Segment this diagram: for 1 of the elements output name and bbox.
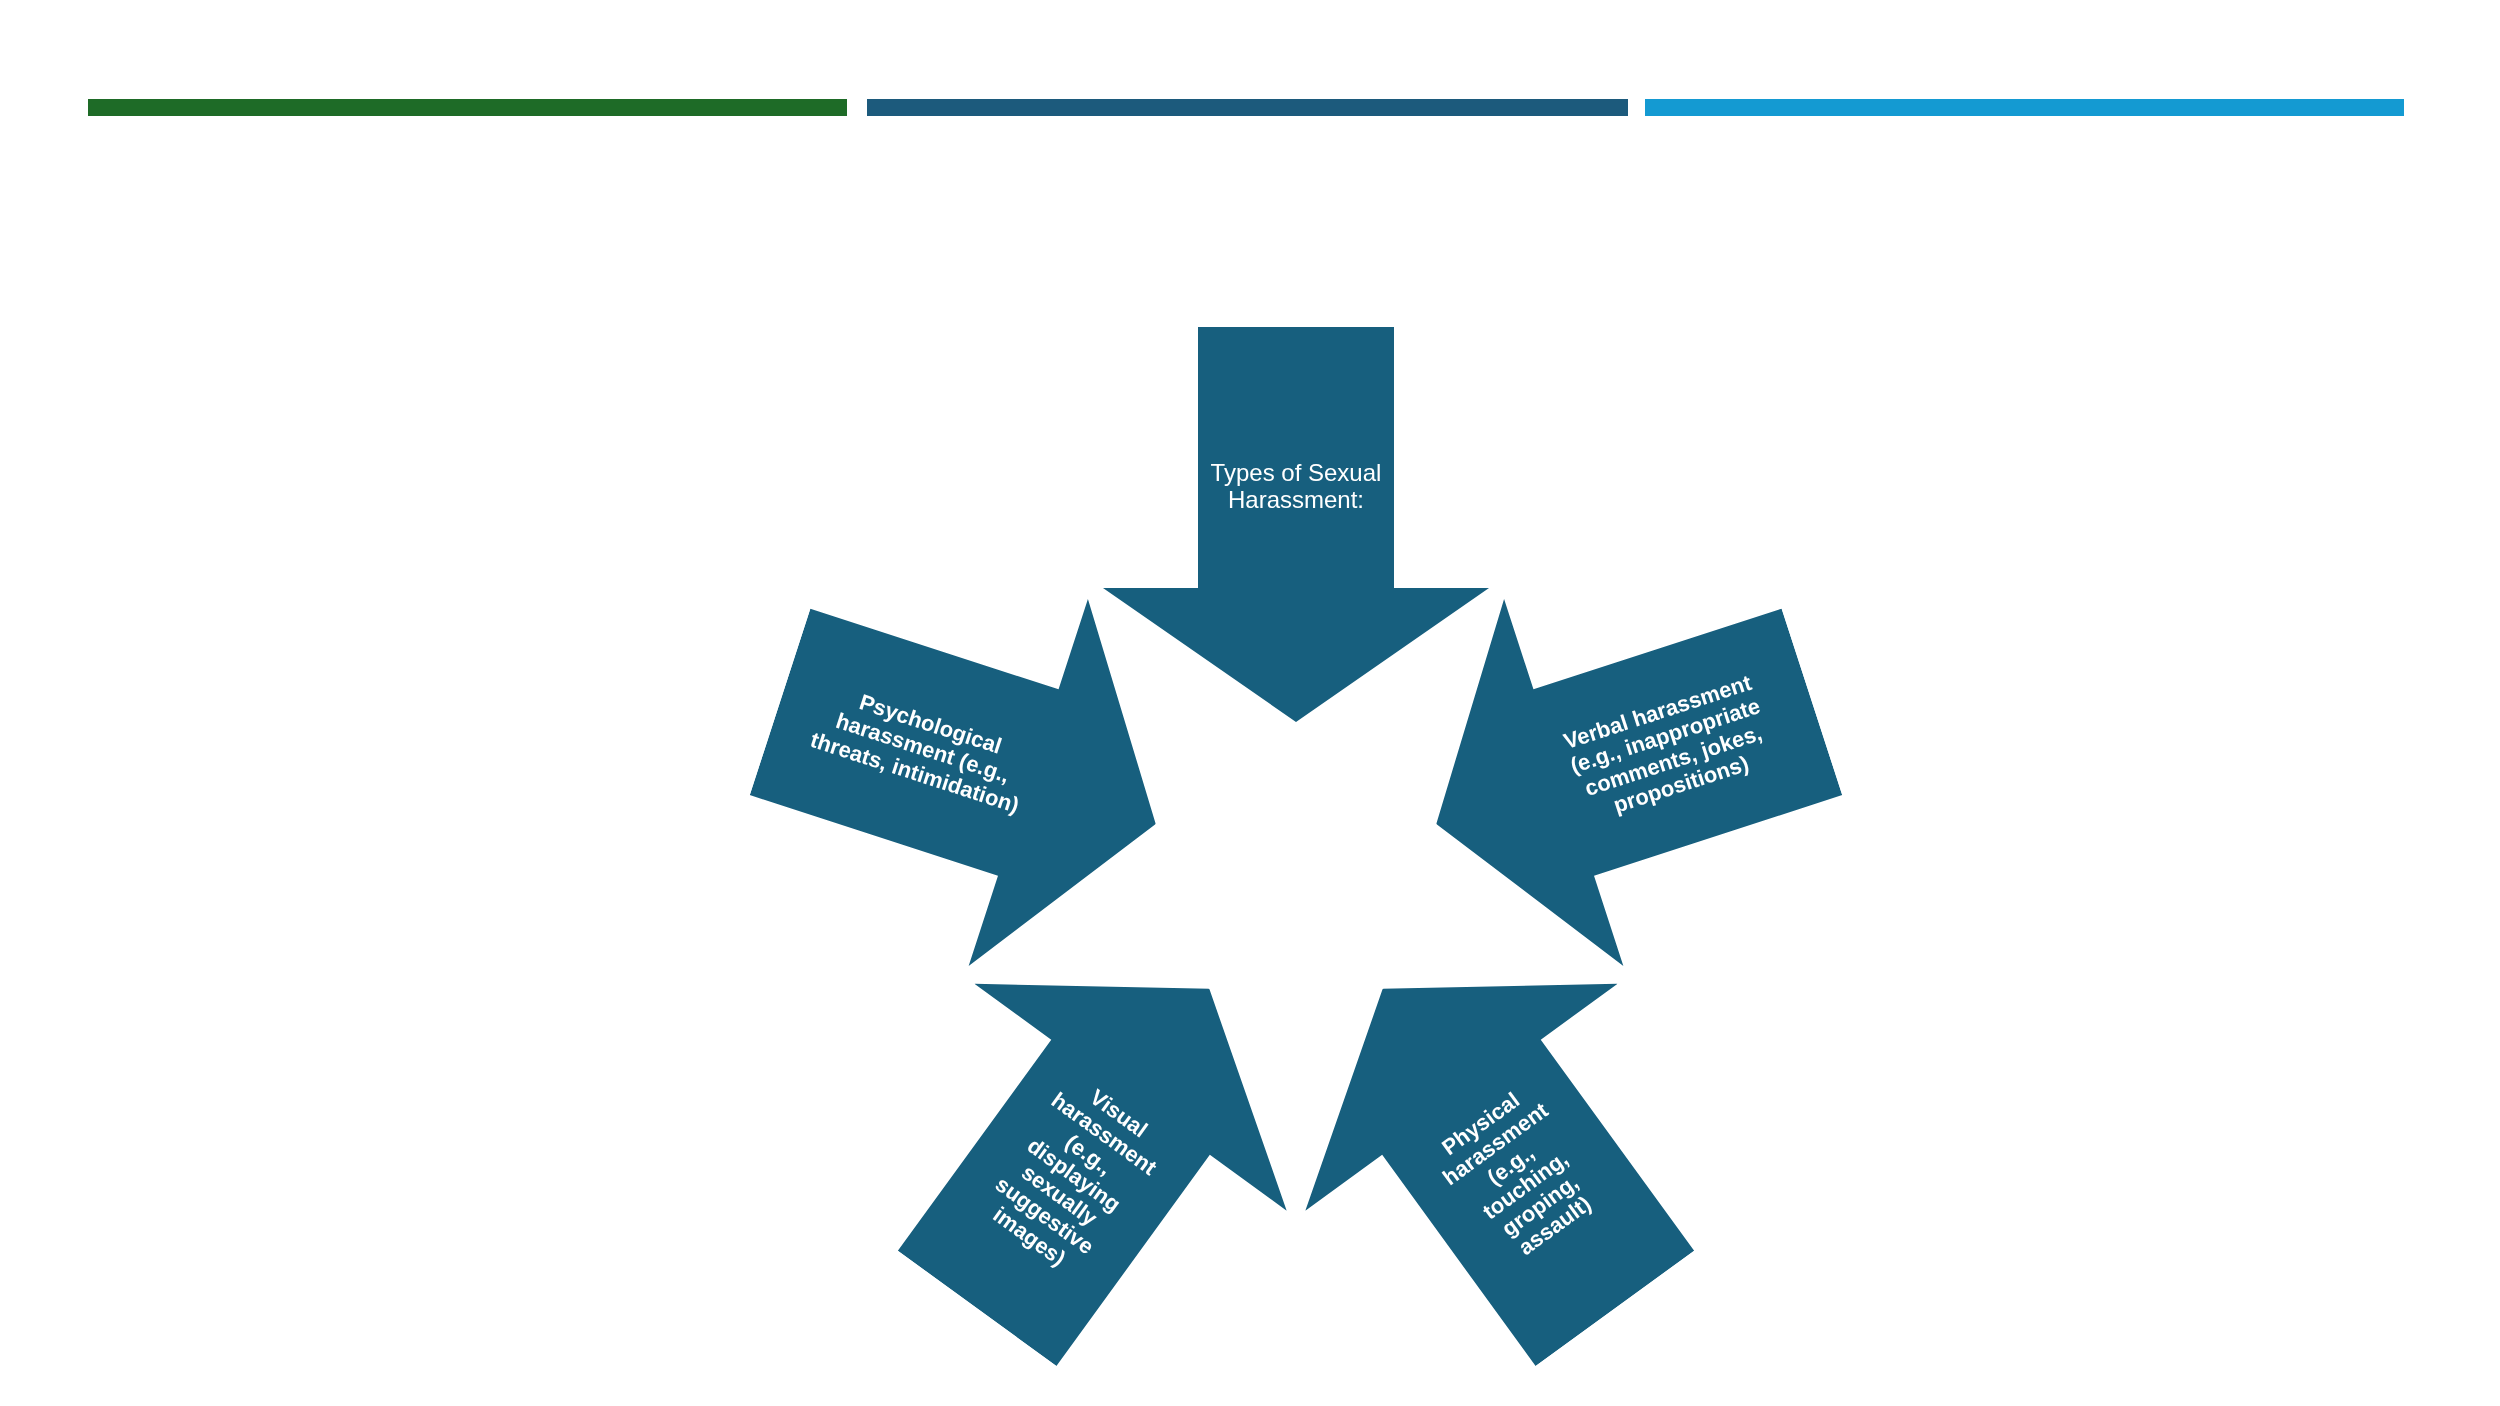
arrow-label: Types of Sexual Harassment: (1209, 458, 1383, 515)
